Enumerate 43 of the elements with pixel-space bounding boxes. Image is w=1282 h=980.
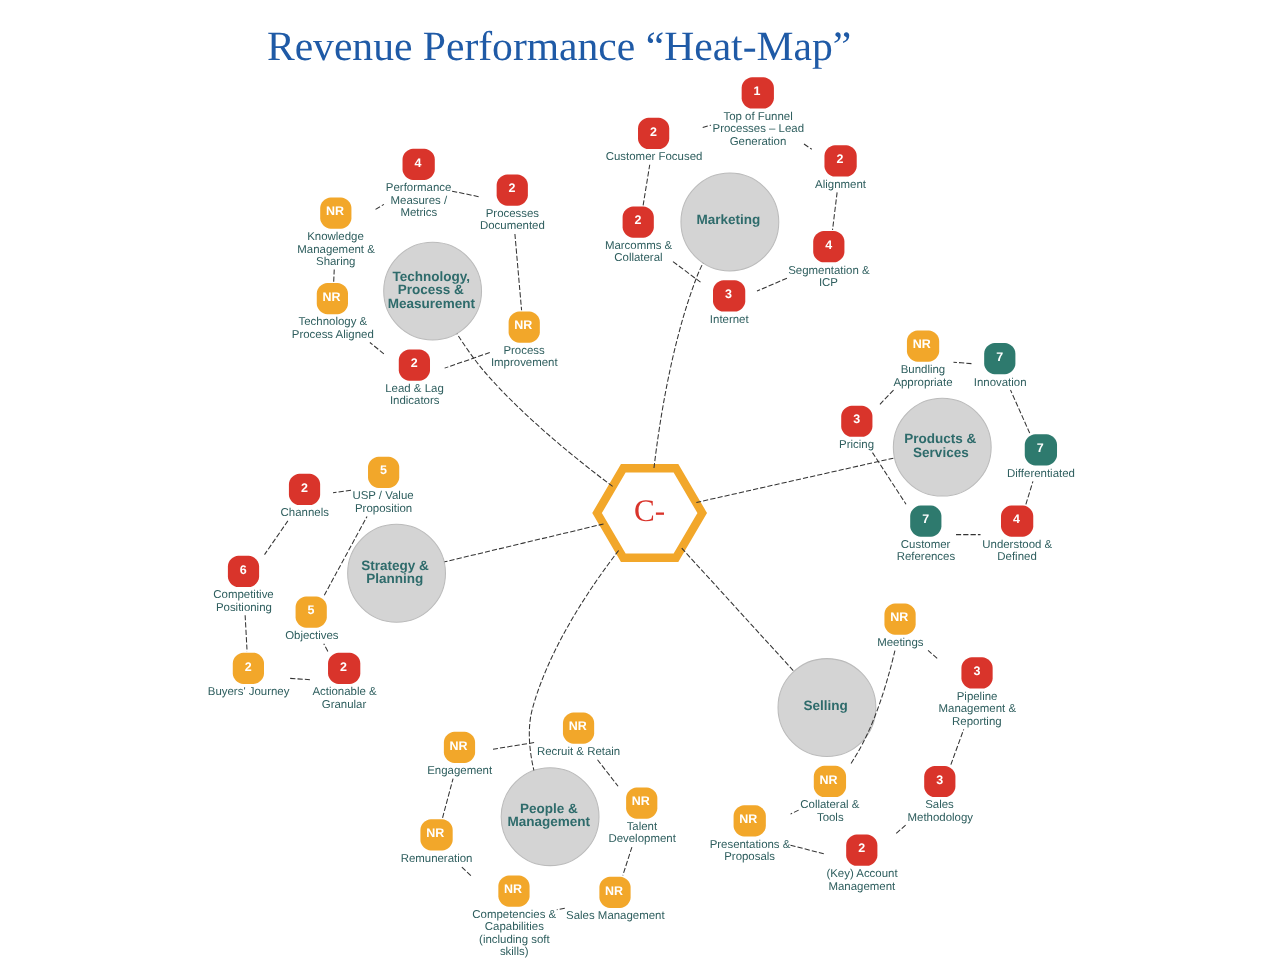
connector: [702, 123, 712, 127]
connector: [789, 843, 826, 854]
connector: [332, 488, 352, 493]
connector: [672, 259, 701, 282]
connector: [1010, 388, 1031, 433]
connector: [323, 514, 368, 595]
connector: [952, 360, 972, 364]
connector: [871, 451, 907, 504]
connector: [950, 727, 965, 765]
connector: [756, 276, 788, 291]
connector: [642, 163, 651, 205]
connector: [681, 546, 795, 671]
connector: [456, 332, 614, 486]
connector: [244, 613, 248, 652]
connector: [264, 519, 289, 555]
connector: [955, 533, 982, 535]
connector: [442, 777, 454, 818]
connector: [528, 548, 620, 770]
connector: [895, 823, 907, 833]
connector: [492, 740, 537, 749]
connector: [879, 388, 895, 404]
connector: [369, 340, 385, 354]
connector: [927, 648, 938, 658]
connector: [849, 649, 896, 765]
connector: [597, 758, 619, 786]
connector: [323, 642, 329, 651]
connector: [333, 267, 335, 282]
connector: [444, 522, 605, 562]
connector: [444, 351, 491, 368]
connector: [556, 906, 566, 910]
connector: [803, 142, 813, 149]
connector: [695, 456, 895, 502]
connector: [451, 189, 480, 197]
connector: [832, 190, 838, 230]
connector: [790, 808, 800, 814]
connector: [1025, 479, 1034, 504]
connector: [622, 845, 633, 875]
diagram-title: Revenue Performance “Heat-Map”: [266, 20, 852, 69]
connector: [514, 232, 523, 310]
connector: [375, 202, 385, 209]
connector: [653, 261, 704, 468]
connector: [289, 676, 312, 680]
connector: [460, 864, 472, 876]
